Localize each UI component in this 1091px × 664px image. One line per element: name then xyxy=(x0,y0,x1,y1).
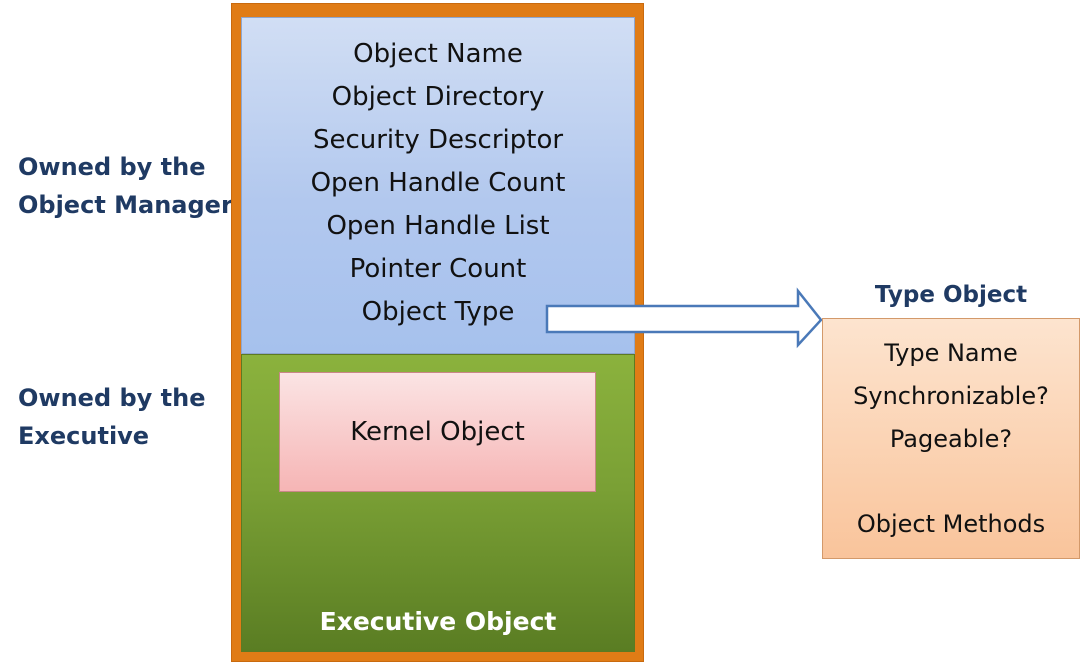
executive-label: Owned by the Executive xyxy=(18,379,206,455)
header-field-pointer-count: Pointer Count xyxy=(349,254,527,284)
header-field-object-name: Object Name xyxy=(353,39,523,69)
kernel-object-label: Kernel Object xyxy=(350,417,525,447)
type-field-type-name: Type Name xyxy=(884,339,1018,367)
header-field-open-handle-list: Open Handle List xyxy=(326,211,550,241)
header-field-open-handle-count: Open Handle Count xyxy=(310,168,566,198)
type-field-synchronizable: Synchronizable? xyxy=(853,382,1049,410)
executive-object-label: Executive Object xyxy=(319,607,557,636)
object-manager-label-line-2: Object Manager xyxy=(18,191,233,219)
header-field-security-descriptor: Security Descriptor xyxy=(312,125,564,155)
kernel-object-box: Kernel Object xyxy=(279,372,596,492)
header-field-object-type: Object Type xyxy=(361,297,515,327)
object-manager-label: Owned by the Object Manager xyxy=(18,148,233,224)
type-field-pageable: Pageable? xyxy=(889,425,1013,453)
executive-label-line-1: Owned by the xyxy=(18,384,206,412)
object-manager-label-line-1: Owned by the xyxy=(18,153,206,181)
type-field-object-methods: Object Methods xyxy=(856,510,1046,538)
type-object-box xyxy=(822,318,1080,559)
executive-label-line-2: Executive xyxy=(18,422,150,450)
type-object-title: Type Object xyxy=(874,282,1028,308)
header-field-object-directory: Object Directory xyxy=(331,82,545,112)
